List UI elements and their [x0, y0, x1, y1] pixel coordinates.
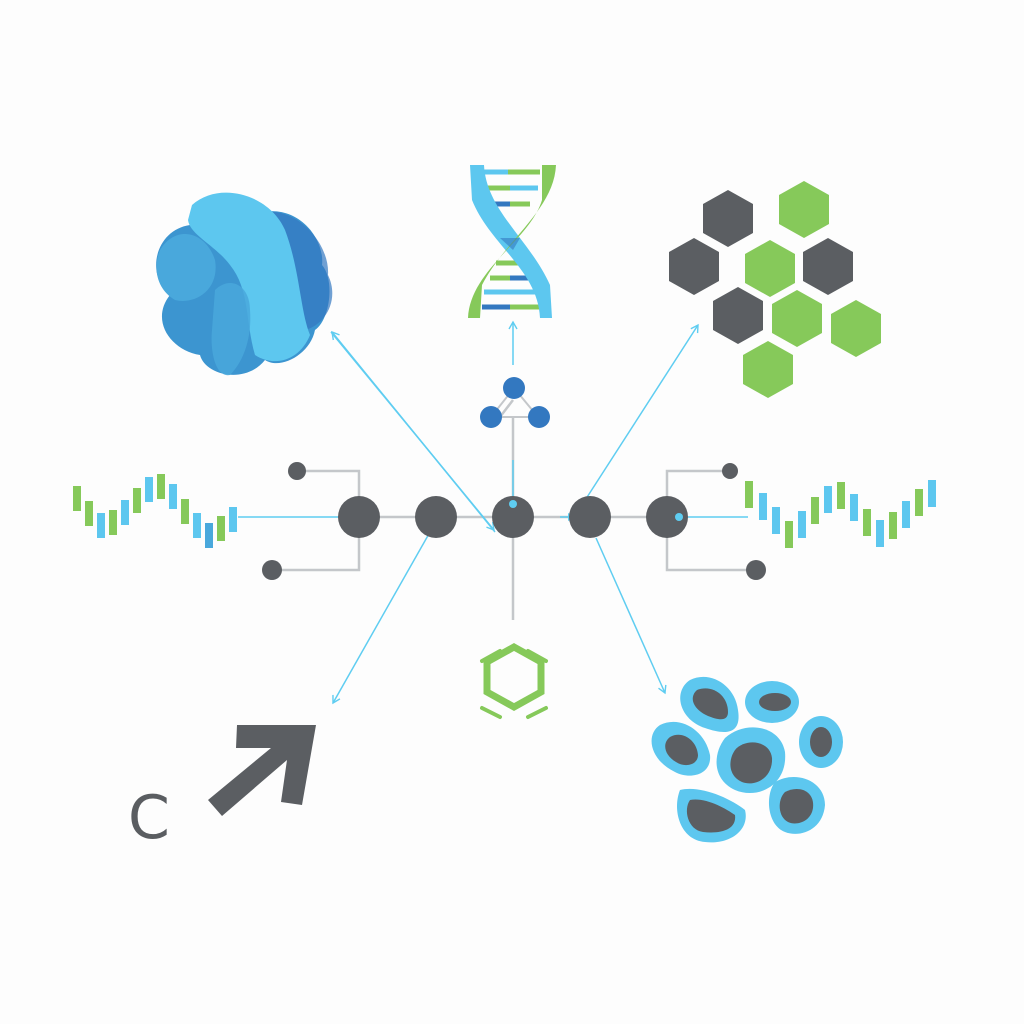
dna-helix-icon	[468, 165, 556, 318]
molecule-triangle-icon	[480, 377, 550, 428]
benzene-ring-icon	[480, 642, 548, 719]
label-c: C	[128, 783, 170, 853]
cell-cluster-icon	[651, 676, 843, 843]
signal-bars-left-icon	[73, 474, 237, 548]
cyan-arrows	[238, 320, 748, 705]
hub-node-5[interactable]	[646, 496, 688, 538]
hub-node-1[interactable]	[338, 496, 380, 538]
hub-node-4[interactable]	[569, 496, 611, 538]
protein-blob-icon	[156, 192, 333, 376]
trend-arrow-icon[interactable]	[208, 725, 316, 816]
hub-node-2[interactable]	[415, 496, 457, 538]
terminal-dots	[262, 462, 766, 580]
hub-nodes	[338, 496, 688, 538]
hexagon-cluster-icon	[669, 181, 881, 398]
signal-bars-right-icon	[745, 480, 936, 548]
hub-node-3[interactable]	[492, 496, 534, 538]
